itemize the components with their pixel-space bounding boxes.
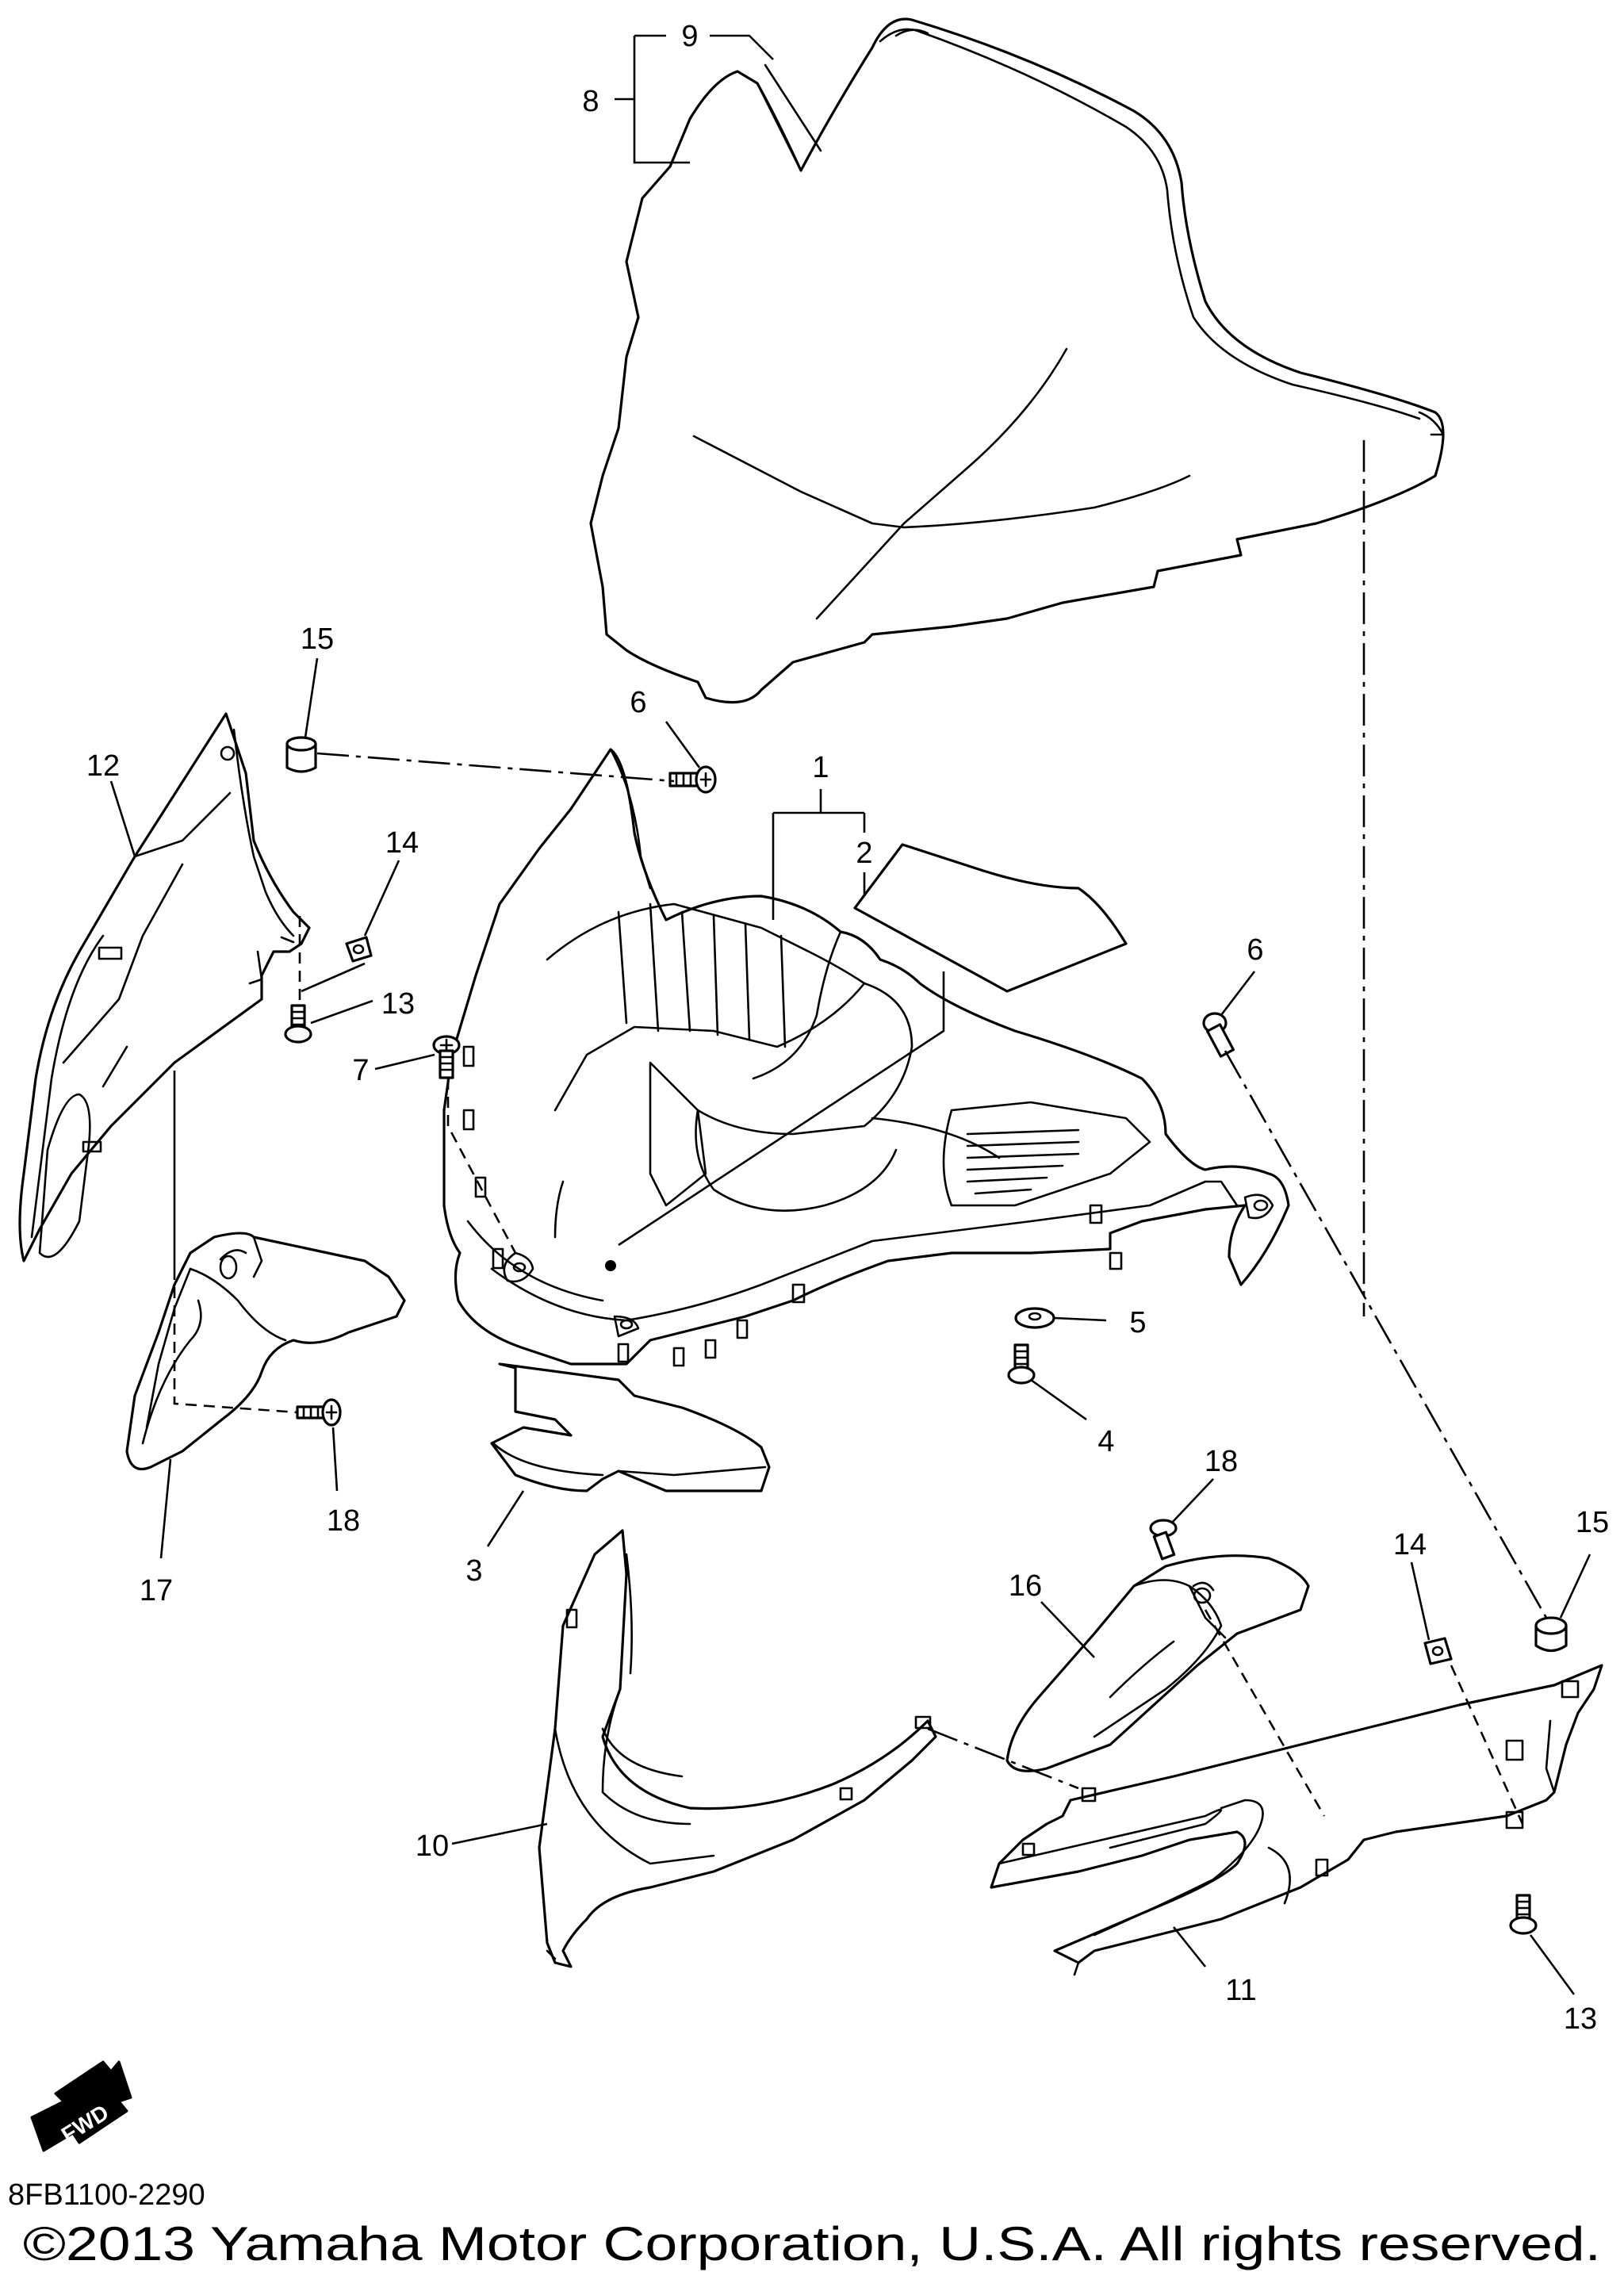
windshield-part — [589, 17, 1445, 704]
lower-panel-left-part — [538, 1529, 937, 1968]
pad-part — [853, 843, 1128, 993]
collar-15b — [1534, 1616, 1568, 1653]
inner-panel-part — [442, 748, 1290, 1367]
lower-duct-part — [490, 1362, 771, 1492]
nut-14a — [345, 936, 373, 963]
callout-18-right: 18 — [1205, 1445, 1238, 1478]
screw-18a — [296, 1398, 342, 1427]
callout-15-right: 15 — [1576, 1506, 1609, 1539]
fwd-arrow-icon: FWD — [30, 2060, 132, 2152]
callout-1: 1 — [812, 751, 829, 784]
bolt-13a — [284, 1004, 312, 1044]
callout-5: 5 — [1129, 1306, 1146, 1339]
callout-15-left: 15 — [301, 623, 334, 656]
callout-labels: 1 2 3 4 5 6 6 7 8 9 10 11 12 13 13 14 14… — [86, 20, 1609, 2036]
screw-18b — [1149, 1519, 1178, 1561]
lower-panel-right-part — [990, 1664, 1603, 1976]
callout-11: 11 — [1225, 1974, 1256, 2007]
callout-3: 3 — [465, 1554, 482, 1588]
callout-18-left: 18 — [327, 1504, 360, 1538]
collar-15a — [285, 736, 317, 773]
nut-14b — [1423, 1637, 1453, 1665]
callout-9: 9 — [681, 20, 698, 53]
callout-7: 7 — [352, 1054, 369, 1087]
grommet-5 — [1014, 1307, 1055, 1329]
callout-14-right: 14 — [1393, 1528, 1427, 1561]
callout-14-left: 14 — [385, 826, 419, 860]
callout-leaders — [109, 34, 1591, 1995]
assembly-lines — [173, 440, 1548, 1825]
screw-7 — [432, 1035, 461, 1079]
callout-12: 12 — [86, 749, 120, 783]
callout-17: 17 — [140, 1574, 173, 1607]
callout-8: 8 — [582, 85, 599, 118]
diagram-code: 8FB1100-2290 — [8, 2178, 205, 2212]
callout-4: 4 — [1097, 1425, 1114, 1458]
mirror-cover-right-part — [1005, 1554, 1310, 1772]
callout-6-top: 6 — [630, 686, 646, 719]
callout-13-left: 13 — [381, 987, 415, 1021]
mirror-cover-part — [125, 1232, 406, 1471]
bolt-6a — [668, 765, 717, 794]
bolt-13b — [1509, 1894, 1538, 1935]
copyright-notice: ©2013 Yamaha Motor Corporation, U.S.A. A… — [23, 2217, 1601, 2270]
side-cowl-left-part — [18, 712, 311, 1262]
callout-2: 2 — [856, 837, 872, 870]
callout-16: 16 — [1009, 1569, 1042, 1603]
bolt-6b — [1202, 1012, 1235, 1058]
callout-13-right: 13 — [1564, 2002, 1597, 2036]
callout-6-right: 6 — [1247, 933, 1263, 967]
callout-10: 10 — [416, 1829, 449, 1863]
screw-4 — [1007, 1343, 1036, 1385]
